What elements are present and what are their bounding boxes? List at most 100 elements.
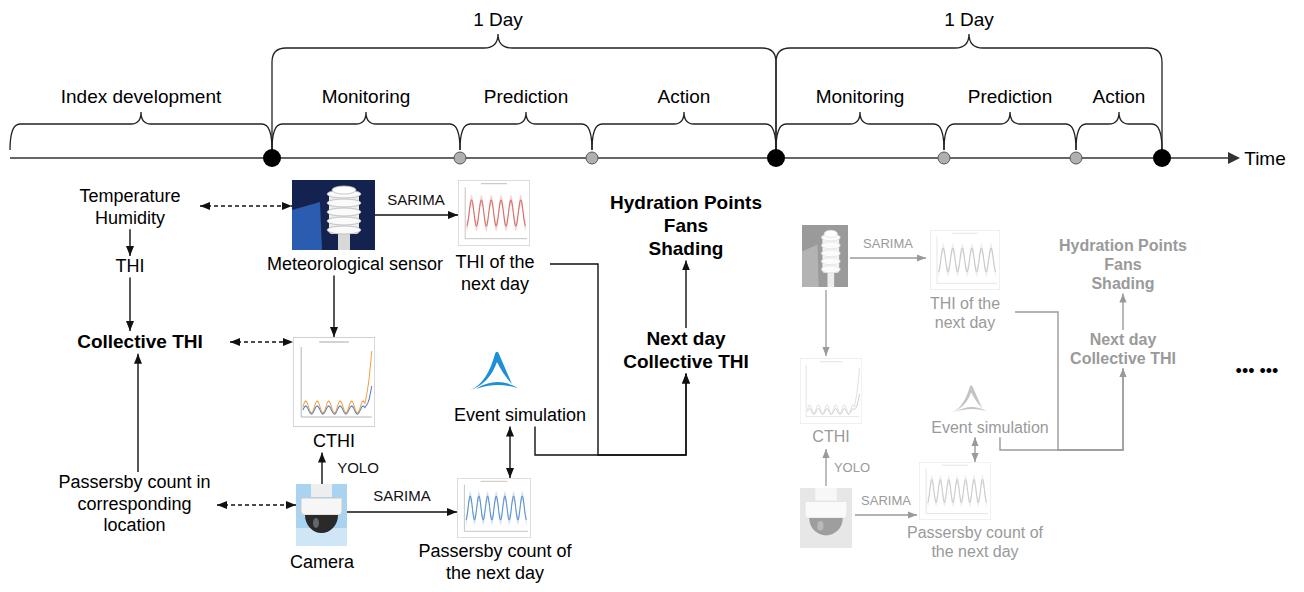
simulation-logo <box>956 407 987 412</box>
node-label: Hydration Points <box>1043 236 1203 255</box>
chart-title-mark <box>481 183 507 184</box>
node-label: Collective THI <box>50 331 230 354</box>
arrow-connector <box>321 453 322 484</box>
text-node: Hydration PointsFansShading <box>1043 236 1203 294</box>
chart-axes <box>464 485 528 532</box>
text-label: Time <box>1244 148 1286 171</box>
brace <box>776 112 944 150</box>
chart-line <box>467 200 526 226</box>
node-caption: THI of the next day <box>440 252 550 295</box>
text-label: Index development <box>61 86 222 109</box>
chart-axes <box>465 187 527 238</box>
sensor-photo-bg <box>292 180 375 250</box>
figure-node: Event simulation <box>928 384 1052 437</box>
arrow-connector <box>129 278 130 331</box>
node-label: Temperature Humidity <box>60 186 200 229</box>
node-label: Fans <box>1043 255 1203 274</box>
text-label: Action <box>658 86 711 109</box>
time-series-chart <box>293 337 375 427</box>
simulation-logo <box>950 384 988 414</box>
text-label: 1 Day <box>473 9 523 32</box>
brace <box>272 112 460 150</box>
sensor-louver <box>327 217 361 225</box>
brace <box>1076 112 1162 150</box>
edge-label: YOLO <box>335 459 381 477</box>
figure-node: Passersby count of the next day <box>905 462 1045 561</box>
text-label: Monitoring <box>816 86 905 109</box>
camera-housing <box>805 502 847 518</box>
yolo-arrow <box>825 449 826 486</box>
brace <box>460 112 592 150</box>
text-node: Hydration PointsFansShading <box>586 192 786 260</box>
text-label: 1 Day <box>944 9 994 32</box>
node-label: Hydration Points <box>586 192 786 215</box>
node-caption: Passersby count of the next day <box>415 541 575 584</box>
camera-dome <box>305 515 338 533</box>
text-label: Prediction <box>484 86 569 109</box>
arrow-connector <box>1000 368 1123 450</box>
node-caption: Event simulation <box>445 405 595 427</box>
phase-dot <box>586 152 598 164</box>
phase-dot <box>1070 152 1082 164</box>
node-caption: Event simulation <box>928 418 1052 437</box>
camera-mount <box>311 484 332 497</box>
figure-node: Event simulation <box>445 350 595 427</box>
day-dot <box>767 149 785 167</box>
time-series-chart <box>457 478 531 538</box>
figure-node: CTHI <box>795 358 867 446</box>
sensor-louver <box>327 208 361 216</box>
arrow-connector <box>347 511 457 512</box>
chart-line <box>928 479 987 502</box>
chart-band <box>466 491 527 524</box>
day-dot <box>1153 149 1171 167</box>
figure-node: CTHI <box>290 337 378 453</box>
arrow-connector <box>333 276 334 337</box>
chart-title-mark <box>952 233 977 234</box>
day-dot <box>263 149 281 167</box>
text-label: YOLO <box>834 460 870 476</box>
brace <box>944 112 1076 150</box>
node-label: Next day Collective THI <box>1053 330 1193 368</box>
text-node: Next day Collective THI <box>606 328 766 374</box>
sensor-photo-panel <box>292 202 322 250</box>
chart-line <box>938 248 995 272</box>
text-label: Monitoring <box>322 86 411 109</box>
brace <box>592 112 776 150</box>
phase-dot <box>938 152 950 164</box>
camera-photo <box>296 484 347 546</box>
figure-node: Camera <box>280 484 364 574</box>
sensor-louver <box>821 250 840 257</box>
chart-axes <box>937 237 997 284</box>
arrow-connector <box>129 229 130 256</box>
figure-node: Passersby count of the next day <box>415 478 575 584</box>
sensor-louver <box>821 242 840 249</box>
text-label: SARIMA <box>863 236 913 252</box>
arrow-connector <box>685 260 686 328</box>
sensor-post <box>338 234 350 250</box>
day-brace <box>272 34 776 150</box>
arrow-connector <box>375 214 458 215</box>
node-label: Shading <box>1043 274 1203 293</box>
node-caption: Passersby count of the next day <box>905 523 1045 561</box>
node-label: Fans <box>586 215 786 238</box>
chart-frame <box>930 230 999 289</box>
dashed-connector <box>217 504 296 505</box>
chart-frame <box>457 478 530 537</box>
sensor-louver <box>821 266 840 273</box>
sensor-louver <box>821 258 840 265</box>
chart-title-mark <box>942 465 968 466</box>
sensor-louver <box>327 199 361 207</box>
chart-band <box>467 195 526 232</box>
text-node: Collective THI <box>50 331 230 354</box>
text-label: Action <box>1093 86 1146 109</box>
node-label: Next day Collective THI <box>606 328 766 374</box>
phase-dot <box>454 152 466 164</box>
sensor-cap <box>824 230 837 237</box>
sarima-arrow <box>855 514 917 515</box>
time-arrowhead <box>1228 152 1240 164</box>
sensor-photo-panel <box>802 244 819 287</box>
camera-mount <box>815 488 836 501</box>
sensor-arrow <box>825 290 826 356</box>
chart-frame <box>800 358 861 423</box>
time-series-chart <box>930 230 1000 290</box>
